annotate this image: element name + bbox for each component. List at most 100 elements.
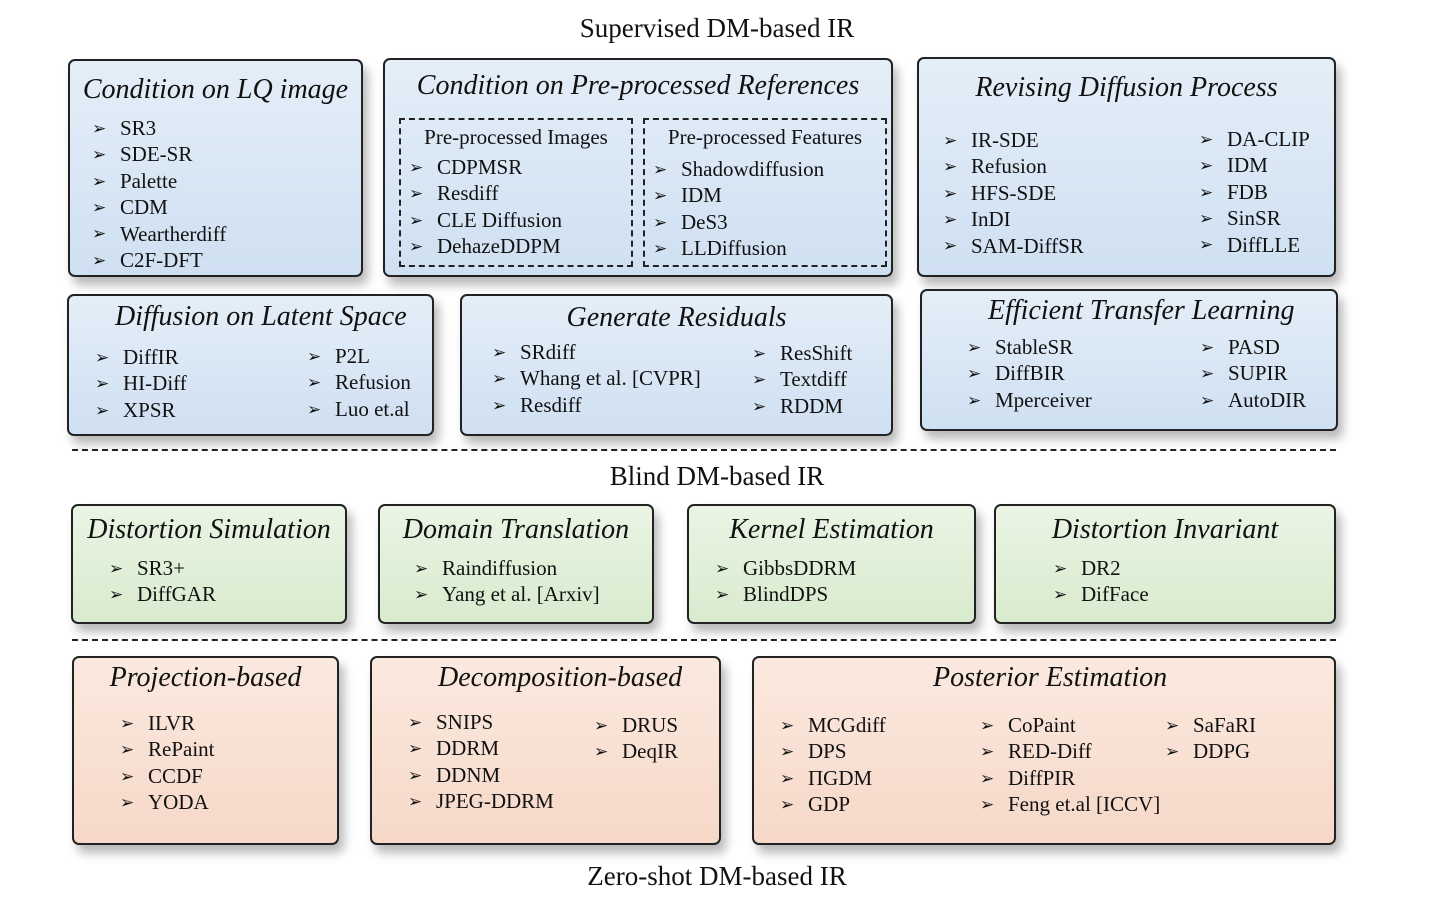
bullet-arrow-icon: ➢ <box>943 236 958 256</box>
method-name: PASD <box>1228 335 1280 359</box>
list-item: ➢AutoDIR <box>1200 387 1306 413</box>
list-item: ➢RED-Diff <box>980 738 1160 764</box>
box-domain-translation: Domain Translation ➢Raindiffusion➢Yang e… <box>378 504 654 624</box>
bullet-arrow-icon: ➢ <box>1199 235 1214 255</box>
method-name: DiffIR <box>123 345 179 369</box>
bullet-arrow-icon: ➢ <box>92 224 107 244</box>
method-name: SR3 <box>120 116 157 140</box>
item-list: ➢Raindiffusion➢Yang et al. [Arxiv] <box>414 555 600 608</box>
bullet-arrow-icon: ➢ <box>109 558 124 578</box>
box-title: Condition on LQ image <box>82 74 349 105</box>
bullet-arrow-icon: ➢ <box>95 374 110 394</box>
box-preprocessed-references: Condition on Pre-processed References Pr… <box>383 58 893 277</box>
method-name: FDB <box>1227 179 1268 204</box>
method-name: SDE-SR <box>120 142 193 167</box>
bullet-arrow-icon: ➢ <box>409 157 424 177</box>
method-name: SNIPS <box>436 710 494 734</box>
list-item: ➢RDDM <box>752 393 852 419</box>
list-item: ➢Refusion <box>943 153 1084 179</box>
method-name: GDP <box>808 792 851 817</box>
bullet-arrow-icon: ➢ <box>1200 337 1215 357</box>
method-name: DRUS <box>622 713 679 737</box>
bullet-arrow-icon: ➢ <box>1199 208 1214 228</box>
list-item: ➢CLE Diffusion <box>409 207 562 233</box>
bullet-arrow-icon: ➢ <box>967 364 982 384</box>
box-title: Kernel Estimation <box>729 514 934 545</box>
box-title: Diffusion on Latent Space <box>115 301 407 332</box>
bullet-arrow-icon: ➢ <box>120 713 135 733</box>
list-item: ➢Mperceiver <box>967 387 1092 413</box>
item-list: ➢MCGdiff➢DPS➢ΠGDM➢GDP <box>780 712 886 818</box>
box-distortion-invariant: Distortion Invariant ➢DR2➢DifFace <box>994 504 1336 624</box>
bullet-arrow-icon: ➢ <box>1053 585 1068 605</box>
list-item: ➢LLDiffusion <box>653 235 824 261</box>
list-item: ➢Textdiff <box>752 366 852 392</box>
bullet-arrow-icon: ➢ <box>653 238 668 258</box>
method-name: HI-Diff <box>123 371 187 396</box>
bullet-arrow-icon: ➢ <box>1199 129 1214 149</box>
method-name: DeS3 <box>681 209 728 234</box>
list-item: ➢Palette <box>92 168 226 194</box>
bullet-arrow-icon: ➢ <box>92 171 107 191</box>
list-item: ➢ΠGDM <box>780 765 886 791</box>
method-name: DiffGAR <box>137 582 216 607</box>
bullet-arrow-icon: ➢ <box>780 742 795 762</box>
bullet-arrow-icon: ➢ <box>109 585 124 605</box>
bullet-arrow-icon: ➢ <box>95 347 110 367</box>
list-item: ➢HFS-SDE <box>943 180 1084 206</box>
box-title: Domain Translation <box>402 514 630 545</box>
box-posterior-estimation: Posterior Estimation ➢MCGdiff➢DPS➢ΠGDM➢G… <box>752 656 1336 845</box>
bullet-arrow-icon: ➢ <box>943 183 958 203</box>
item-list: ➢SRdiff➢Whang et al. [CVPR]➢Resdiff <box>492 339 701 418</box>
subbox-title: Pre-processed Images <box>424 125 608 149</box>
list-item: ➢Feng et.al [ICCV] <box>980 791 1160 817</box>
bullet-arrow-icon: ➢ <box>120 766 135 786</box>
bullet-arrow-icon: ➢ <box>594 715 609 735</box>
method-name: Raindiffusion <box>442 556 558 580</box>
item-list: ➢CoPaint➢RED-Diff➢DiffPIR➢Feng et.al [IC… <box>980 712 1160 818</box>
bullet-arrow-icon: ➢ <box>307 373 322 393</box>
method-name: SaFaRI <box>1193 713 1256 737</box>
bullet-arrow-icon: ➢ <box>1165 715 1180 735</box>
list-item: ➢ SaFaRI <box>1165 712 1256 738</box>
bullet-arrow-icon: ➢ <box>409 210 424 230</box>
method-name: CDM <box>120 195 168 220</box>
list-item: ➢SR3 <box>92 115 226 141</box>
method-name: DR2 <box>1081 556 1121 580</box>
bullet-arrow-icon: ➢ <box>92 145 107 165</box>
bullet-arrow-icon: ➢ <box>967 337 982 357</box>
method-name: GibbsDDRM <box>743 556 857 580</box>
item-list: ➢ DiffIR ➢ HI-Diff➢XPSR <box>95 344 187 423</box>
box-distortion-simulation: Distortion Simulation ➢SR3+➢DiffGAR <box>71 504 347 624</box>
bullet-arrow-icon: ➢ <box>409 236 424 256</box>
list-item: ➢DiffPIR <box>980 765 1160 791</box>
bullet-arrow-icon: ➢ <box>95 400 110 420</box>
method-name: IDM <box>681 183 722 208</box>
list-item: ➢ DRUS <box>594 712 678 738</box>
list-item: ➢ CDM <box>92 194 226 220</box>
list-item: ➢SUPIR <box>1200 360 1306 386</box>
section-title-supervised: Supervised DM-based IR <box>579 13 855 43</box>
list-item: ➢SRdiff <box>492 339 701 365</box>
list-item: ➢DA-CLIP <box>1199 126 1310 152</box>
list-item: ➢IDM <box>1199 152 1310 178</box>
bullet-arrow-icon: ➢ <box>408 712 423 732</box>
bullet-arrow-icon: ➢ <box>307 399 322 419</box>
item-list: ➢SR3➢SDE-SR➢Palette➢CDM➢Weartherdiff➢C2F… <box>92 115 226 273</box>
box-title: Condition on Pre-processed References <box>416 70 860 101</box>
bullet-arrow-icon: ➢ <box>120 792 135 812</box>
bullet-arrow-icon: ➢ <box>92 197 107 217</box>
box-generate-residuals: Generate Residuals ➢SRdiff➢Whang et al. … <box>460 294 893 436</box>
bullet-arrow-icon: ➢ <box>409 184 424 204</box>
bullet-arrow-icon: ➢ <box>408 791 423 811</box>
bullet-arrow-icon: ➢ <box>780 768 795 788</box>
method-name: SRdiff <box>520 340 576 364</box>
box-kernel-estimation: Kernel Estimation ➢GibbsDDRM➢BlindDPS <box>687 504 976 624</box>
list-item: ➢ILVR <box>120 710 215 736</box>
method-name: InDI <box>971 207 1011 232</box>
bullet-arrow-icon: ➢ <box>414 585 429 605</box>
bullet-arrow-icon: ➢ <box>492 395 507 415</box>
list-item: ➢XPSR <box>95 397 187 423</box>
bullet-arrow-icon: ➢ <box>414 558 429 578</box>
bullet-arrow-icon: ➢ <box>1199 156 1214 176</box>
